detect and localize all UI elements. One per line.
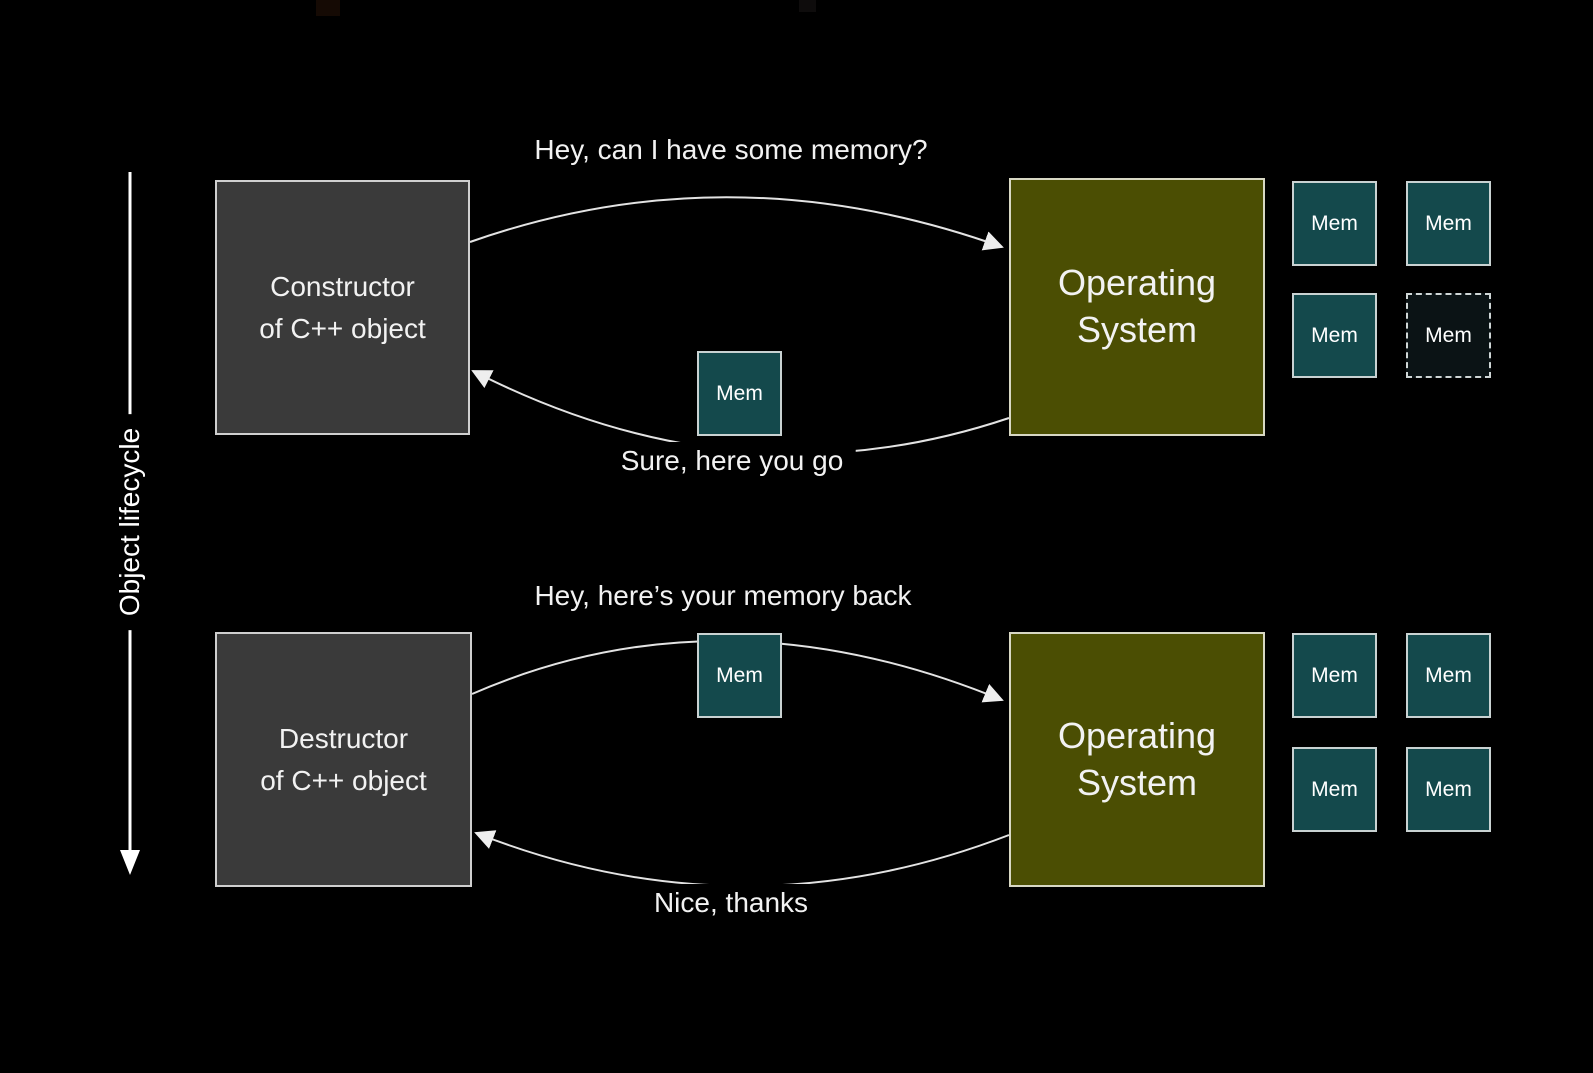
mem-chip: Mem [1292,181,1377,266]
request-arrow-top [469,196,1004,251]
mem-chip: Mem [1292,747,1377,832]
constructor-box: Constructor of C++ object [215,180,470,435]
response-speech-bottom: Nice, thanks [641,884,821,922]
artifact-smudge [799,0,816,12]
lifecycle-axis-arrowhead-icon [120,850,140,875]
mem-chip: Mem [1406,633,1491,718]
os-box-top: Operating System [1009,178,1265,436]
response-speech-top: Sure, here you go [608,442,856,480]
mem-chip: Mem [1406,747,1491,832]
mem-chip: Mem [1292,293,1377,378]
request-speech-top: Hey, can I have some memory? [534,134,928,165]
thanks-arrow-bottom [474,830,1010,887]
request-speech-bottom: Hey, here’s your memory back [534,580,912,611]
mem-chip-dashed: Mem [1406,293,1491,378]
artifact-smudge [316,0,340,16]
mem-chip: Mem [1406,181,1491,266]
mem-chip-transfer-bottom: Mem [697,633,782,718]
lifecycle-axis-label: Object lifecycle [108,413,152,631]
os-box-bottom: Operating System [1009,632,1265,887]
mem-chip: Mem [1292,633,1377,718]
mem-chip-transfer-top: Mem [697,351,782,436]
destructor-box: Destructor of C++ object [215,632,472,887]
